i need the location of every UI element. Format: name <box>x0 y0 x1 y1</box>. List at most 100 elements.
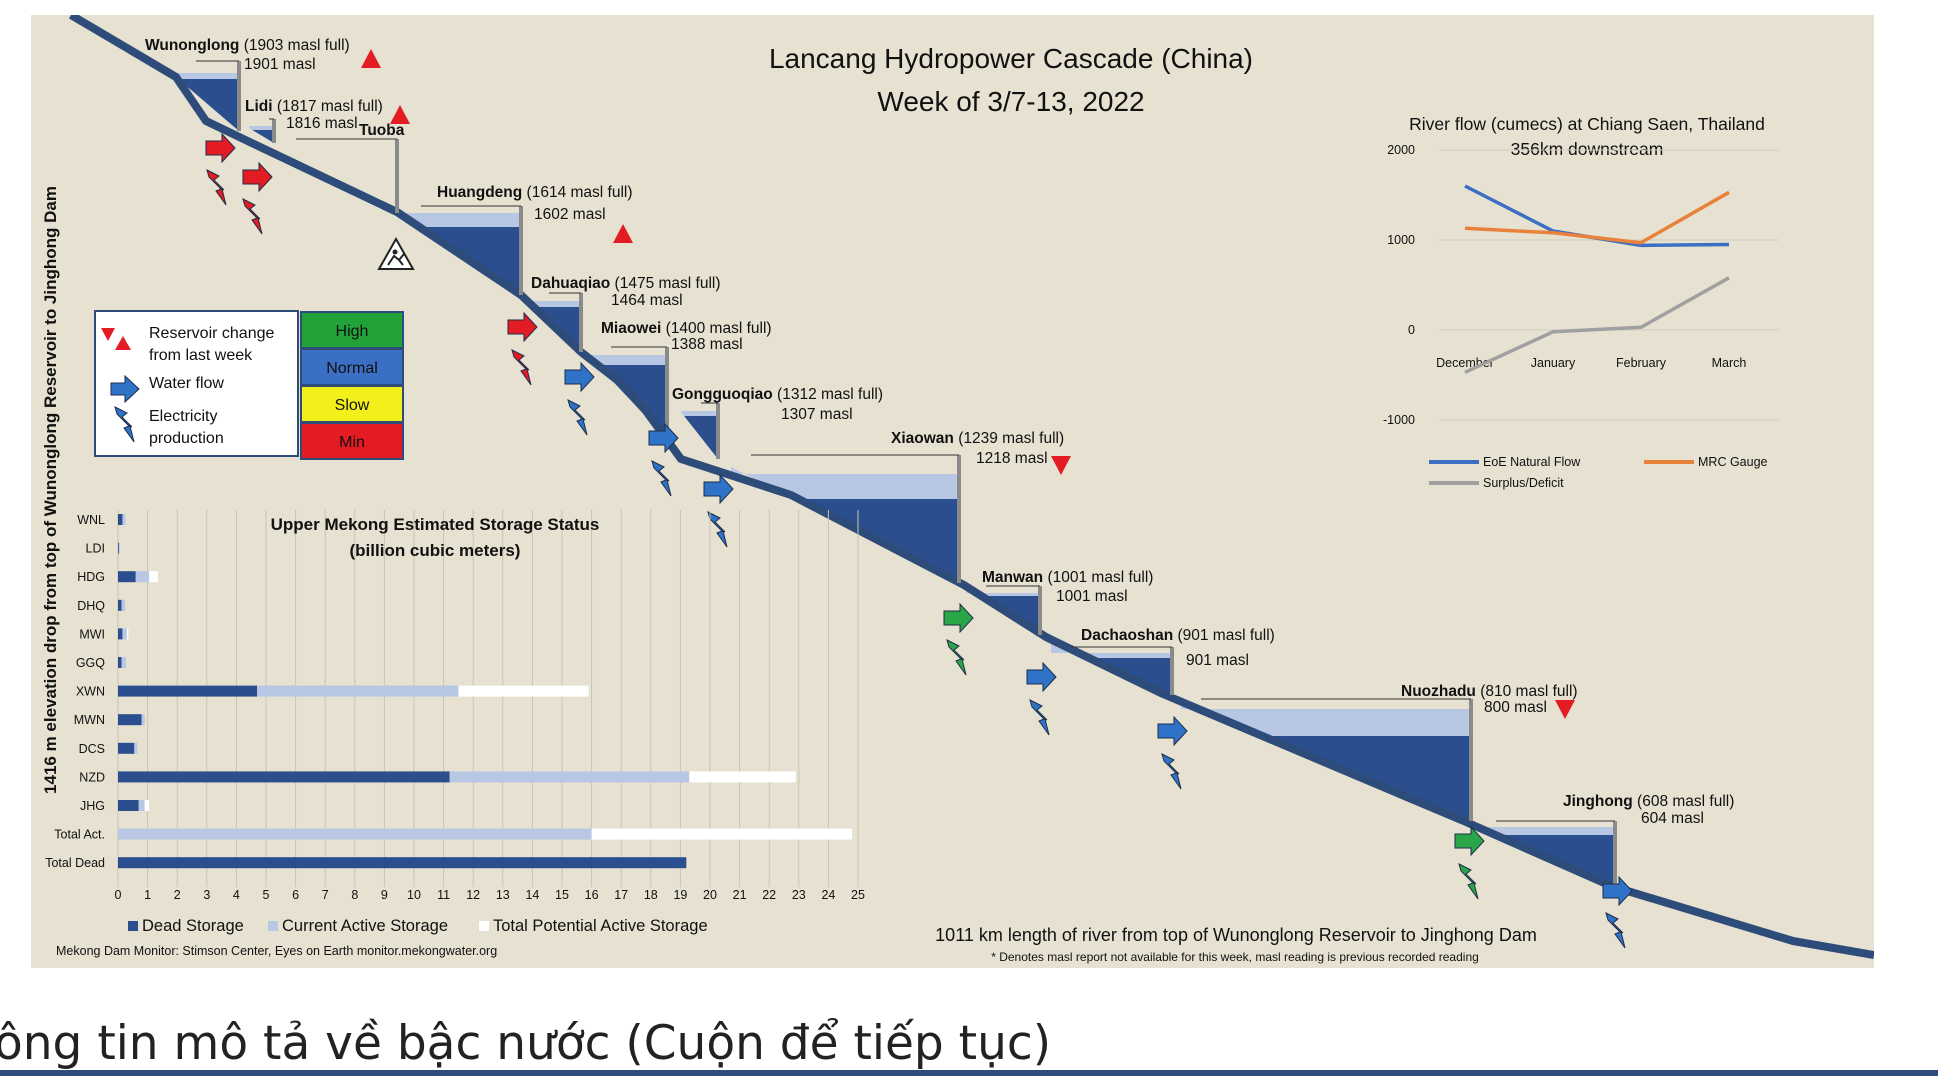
legend-swatch <box>268 921 278 931</box>
bottom-rule <box>0 1070 1938 1076</box>
legend-status-label: Normal <box>326 360 378 377</box>
legend-status-high <box>300 311 404 349</box>
dam-full-level: (1903 masl full) <box>239 37 349 54</box>
flow-y-tick: 0 <box>1408 323 1415 337</box>
dam-name: Gongguoqiao <box>672 386 773 403</box>
footnote: * Denotes masl report not available for … <box>991 950 1479 964</box>
dam-label-lidi: Lidi (1817 masl full) <box>245 98 383 115</box>
x-tick-label: 1 <box>144 888 151 902</box>
dam-full-level: (810 masl full) <box>1476 683 1578 700</box>
dam-current-level: 800 masl <box>1484 699 1547 716</box>
storage-bar-total-potential-active-storage <box>144 800 150 811</box>
storage-bar-current-active-storage <box>121 599 126 611</box>
legend-status-normal <box>300 348 404 386</box>
lightning-icon <box>1605 912 1626 949</box>
storage-bar-dead-storage <box>118 742 135 754</box>
x-tick-label: 20 <box>703 888 717 902</box>
flow-legend-label: MRC Gauge <box>1698 455 1768 469</box>
storage-legend-label: Current Active Storage <box>282 917 448 935</box>
flow-y-tick: 2000 <box>1387 143 1415 157</box>
dam-name: Dahuaqiao <box>531 275 610 292</box>
dam-current-level: 1464 masl <box>611 292 683 309</box>
worker-head <box>392 249 398 255</box>
dam-full-level: (1475 masl full) <box>610 275 720 292</box>
reservoir-current-level <box>684 416 718 459</box>
x-tick-label: 13 <box>496 888 510 902</box>
x-tick-label: 9 <box>381 888 388 902</box>
dam-current-level: 901 masl <box>1186 652 1249 669</box>
cascade-chart: Wunonglong (1903 masl full)1901 maslLidi… <box>41 15 1874 964</box>
storage-bar-current-active-storage <box>134 742 138 754</box>
flow-y-tick: -1000 <box>1383 413 1415 427</box>
y-category-label: HDG <box>77 570 105 584</box>
x-tick-label: 24 <box>821 888 835 902</box>
dam-current-level: 1307 masl <box>781 406 853 423</box>
y-category-label: GGQ <box>76 656 105 670</box>
flow-arrow-icon <box>242 161 273 193</box>
x-tick-label: 6 <box>292 888 299 902</box>
dam-label-wunonglong: Wunonglong (1903 masl full) <box>145 37 350 54</box>
legend-label: Water flow <box>149 375 224 392</box>
dam-full-level: (1614 masl full) <box>522 184 632 201</box>
x-tick-label: 17 <box>614 888 628 902</box>
storage-chart-title: Upper Mekong Estimated Storage Status <box>271 515 600 534</box>
storage-bar-dead-storage <box>118 542 119 554</box>
dam-name: Lidi <box>245 98 273 115</box>
lightning-icon <box>114 406 135 443</box>
dam-label-dachaoshan: Dachaoshan (901 masl full) <box>1081 627 1275 644</box>
reservoir-current-level <box>178 79 239 131</box>
dam-full-level: (608 masl full) <box>1633 793 1735 810</box>
x-tick-label: 5 <box>263 888 270 902</box>
legend-status-min <box>300 422 404 460</box>
x-tick-label: 4 <box>233 888 240 902</box>
storage-bar-dead-storage <box>118 514 123 525</box>
flow-series-surplus-deficit <box>1464 276 1730 374</box>
storage-bar-dead-storage <box>118 714 142 726</box>
level-down-triangle-icon <box>1555 700 1575 719</box>
x-tick-label: 8 <box>351 888 358 902</box>
dam-name: Huangdeng <box>437 184 522 201</box>
legend-label: Reservoir change <box>149 325 275 342</box>
storage-bar-current-active-storage <box>449 771 690 783</box>
dam-current-level: 1218 masl <box>976 450 1048 467</box>
dam-label-gongguoqiao: Gongguoqiao (1312 masl full) <box>672 386 883 403</box>
storage-bar-total-potential-active-storage <box>689 771 796 783</box>
x-tick-label: 14 <box>525 888 539 902</box>
legend-status-label: Slow <box>335 397 370 414</box>
y-category-label: WNL <box>77 513 105 527</box>
dam-label-nuozhadu: Nuozhadu (810 masl full) <box>1401 683 1578 700</box>
storage-bar-current-active-storage <box>141 714 145 726</box>
flow-arrow-icon <box>703 473 734 505</box>
flow-x-tick: February <box>1616 356 1667 370</box>
flow-chart-subtitle: 356km downstream <box>1511 139 1664 159</box>
x-axis-label: 1011 km length of river from top of Wuno… <box>935 925 1537 945</box>
storage-bar-current-active-storage <box>138 800 145 811</box>
flow-x-tick: March <box>1712 356 1747 370</box>
level-up-triangle-icon <box>361 49 381 68</box>
storage-bar-dead-storage <box>118 571 136 583</box>
storage-bar-current-active-storage <box>121 657 126 668</box>
dam-full-level: (1312 masl full) <box>773 386 883 403</box>
legend-label: production <box>149 430 224 447</box>
dam-full-level: (1817 masl full) <box>273 98 383 115</box>
dam-label-manwan: Manwan (1001 masl full) <box>982 569 1153 586</box>
dam-name: Manwan <box>982 569 1043 586</box>
flow-legend-label: EoE Natural Flow <box>1483 455 1581 469</box>
y-category-label: Total Act. <box>54 828 105 842</box>
page-caption: ông tin mô tả về bậc nước (Cuộn để tiếp … <box>0 1016 1052 1071</box>
blue-arrow-icon <box>110 374 140 404</box>
flow-arrow-icon <box>943 602 974 634</box>
dam-name: Xiaowan <box>891 430 954 447</box>
construction-warning-icon <box>377 236 415 270</box>
y-category-label: NZD <box>79 770 105 784</box>
lightning-icon <box>567 399 588 436</box>
dam-name: Nuozhadu <box>1401 683 1476 700</box>
flow-x-tick: January <box>1531 356 1576 370</box>
dam-current-level: 1901 masl <box>244 56 316 73</box>
storage-bar-current-active-storage <box>118 542 120 554</box>
legend-label: Electricity <box>149 408 217 425</box>
flow-series-mrc-gauge <box>1464 190 1730 245</box>
y-axis-label: 1416 m elevation drop from top of Wunong… <box>41 186 60 794</box>
lightning-icon <box>1458 863 1479 900</box>
dam-name: Tuoba <box>359 122 405 139</box>
